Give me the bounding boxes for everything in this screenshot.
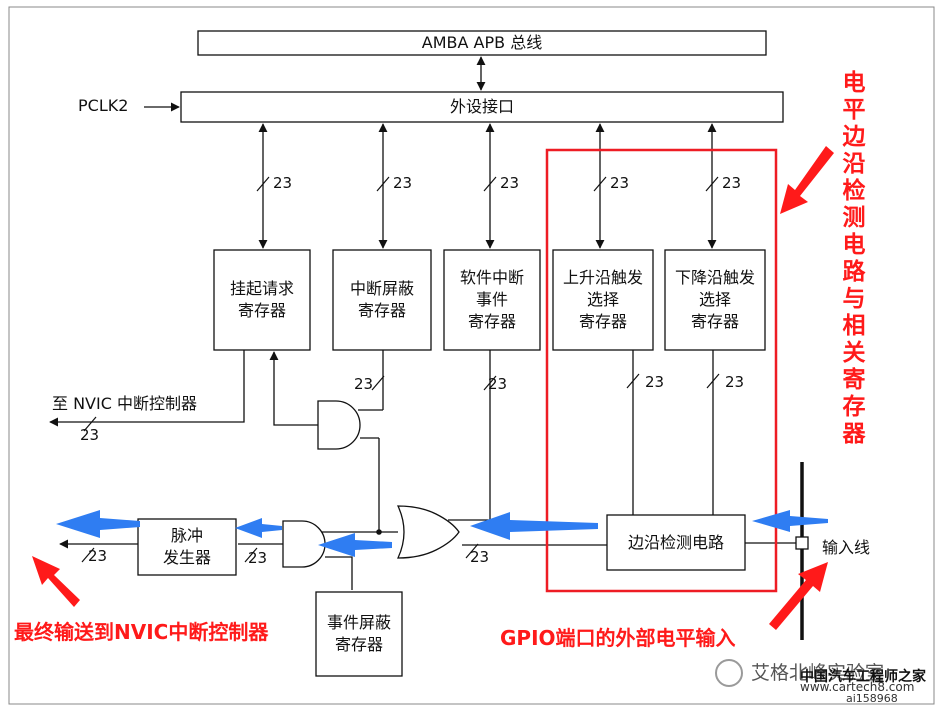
bus-width-label: 23 xyxy=(500,174,520,192)
watermark-brand: 艾格北峰实验室 xyxy=(751,662,885,684)
edge-detect-label: 边沿检测电路 xyxy=(627,532,724,552)
flow-arrow-gate-to-pulse xyxy=(235,518,282,538)
falling-trigger-register-label: 下降沿触发 选择 寄存器 xyxy=(674,268,755,331)
peripheral-interface-box xyxy=(180,91,784,123)
pending-register-label: 挂起请求 寄存器 xyxy=(229,279,294,320)
flow-arrow-input xyxy=(752,510,828,532)
edge-detect-box xyxy=(606,514,746,571)
event-mask-register-box xyxy=(315,591,403,677)
interrupt-and-gate xyxy=(317,400,361,450)
edge-circuit-highlight xyxy=(545,148,778,593)
gpio-input-annotation: GPIO端口的外部电平输入 xyxy=(500,626,736,650)
pclk2-label: PCLK2 xyxy=(78,96,129,115)
watermark-logo-icon xyxy=(715,659,743,687)
flow-arrow-edge-to-or xyxy=(470,512,598,540)
watermark-site-cn: 中国汽车工程师之家 xyxy=(800,669,926,685)
bus-width-label: 23 xyxy=(354,375,374,393)
bus-width-label: 23 xyxy=(470,548,490,566)
rising-trigger-register-box xyxy=(552,249,654,351)
red-pointers xyxy=(32,146,834,630)
software-interrupt-register-label: 软件中断 事件 寄存器 xyxy=(459,268,524,331)
pointer-final-output xyxy=(32,556,80,607)
amba-bus-box xyxy=(197,30,767,56)
interrupt-mask-register-box xyxy=(332,249,432,351)
bus-width-slashes xyxy=(81,176,720,563)
flow-arrows xyxy=(56,510,828,557)
interrupt-mask-register-label: 中断屏蔽 寄存器 xyxy=(349,279,414,320)
flow-arrow-to-nvic xyxy=(56,510,140,538)
pending-register-box xyxy=(213,249,311,351)
watermark-id: ai158968 xyxy=(846,692,898,705)
to-nvic-label: 至 NVIC 中断控制器 xyxy=(52,394,197,413)
pulse-generator-box xyxy=(137,518,237,576)
event-mask-register-label: 事件屏蔽 寄存器 xyxy=(326,613,391,654)
bus-width-label: 23 xyxy=(273,174,293,192)
final-output-annotation: 最终输送到NVIC中断控制器 xyxy=(14,620,269,644)
input-pin-square xyxy=(795,536,809,550)
pulse-generator-label: 脉冲 发生器 xyxy=(162,526,211,567)
figure-frame xyxy=(8,6,935,705)
bus-width-label: 23 xyxy=(248,549,268,567)
bus-width-label: 23 xyxy=(88,547,108,565)
or-gate xyxy=(396,505,460,559)
watermark-site: www.cartech8.com xyxy=(800,680,915,694)
gate-to-pending-arrow xyxy=(269,351,318,426)
rising-trigger-register-label: 上升沿触发 选择 寄存器 xyxy=(562,268,643,331)
bus-width-label: 23 xyxy=(722,174,742,192)
bus-width-label: 23 xyxy=(610,174,630,192)
bus-width-label: 23 xyxy=(645,373,665,391)
event-mask-to-gate-line xyxy=(325,556,353,590)
software-interrupt-register-box xyxy=(443,249,541,351)
junction-dot xyxy=(376,529,382,535)
amba-bus-label: AMBA APB 总线 xyxy=(421,33,543,52)
bus-width-label: 23 xyxy=(393,174,413,192)
input-line-label: 输入线 xyxy=(822,538,871,557)
peripheral-interface-label: 外设接口 xyxy=(449,97,514,116)
flow-arrow-or-to-gate xyxy=(318,533,392,557)
edge-circuit-annotation: 电平 边沿 检测 电路 与相 关寄 存器 xyxy=(842,70,866,447)
bus-width-label: 23 xyxy=(80,426,100,444)
pointer-gpio-input xyxy=(769,562,828,630)
bus-width-label: 23 xyxy=(725,373,745,391)
bus-width-label: 23 xyxy=(488,375,508,393)
pointer-edge-circuit xyxy=(780,146,834,214)
falling-trigger-register-box xyxy=(664,249,766,351)
pending-to-nvic-line xyxy=(49,350,245,427)
